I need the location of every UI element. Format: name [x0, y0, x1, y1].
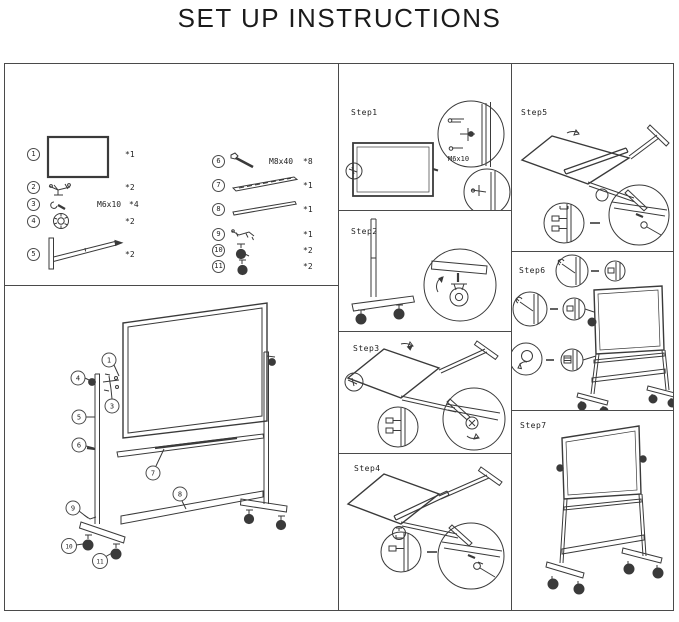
part-spec-3: M6x10 [97, 200, 122, 209]
step1-drawing: M6x10 [345, 100, 511, 210]
page-title: SET UP INSTRUCTIONS [177, 3, 502, 33]
part-number-4: 4 [27, 215, 40, 228]
parts-list-panel: 1 *1 2 *2 3 M6x10 *4 4 *2 5 *2 6 M8x40 *… [4, 63, 339, 286]
assembly-drawing: 1 4 3 5 6 7 8 9 10 11 [61, 302, 288, 569]
assembly-callout-8: 8 [172, 486, 188, 502]
step5-panel: Step5 [511, 63, 674, 252]
part-qty-4: *2 [125, 217, 135, 226]
part-qty-11: *2 [303, 262, 313, 271]
assembly-callout-3: 3 [104, 398, 120, 414]
part-qty-5: *2 [125, 250, 135, 259]
part-qty-9: *1 [303, 230, 313, 239]
step2-panel: Step2 [338, 210, 512, 332]
part-glyph-pivot-bracket [48, 183, 71, 196]
callout-number: 10 [65, 544, 73, 551]
step4-label: Step4 [354, 464, 381, 473]
callout-number: 11 [96, 559, 104, 566]
part-glyph-corner-bracket [231, 229, 255, 241]
callout-number: 3 [110, 403, 114, 411]
part-glyph-pen-tray [231, 176, 299, 192]
step5-drawing [520, 124, 670, 246]
callout-number: 1 [107, 357, 111, 365]
assembly-board [122, 302, 268, 439]
part-glyph-caster [237, 259, 248, 276]
assembly-knob-small [88, 378, 96, 386]
callout-leaders [75, 364, 187, 558]
part-glyph-crossbar [232, 200, 297, 216]
step7-label: Step7 [520, 421, 547, 430]
assembly-callout-1: 1 [101, 352, 117, 368]
part-qty-2: *2 [125, 183, 135, 192]
part-qty-10: *2 [303, 246, 313, 255]
part-number-11: 11 [212, 260, 225, 273]
step4-drawing [346, 466, 505, 590]
part-number-3: 3 [27, 198, 40, 211]
assembly-bracket-small [83, 514, 97, 520]
part-qty-8: *1 [303, 205, 313, 214]
assembly-right-foot [239, 498, 288, 531]
step1-panel: Step1 M6x10 [338, 63, 512, 211]
assembly-left-bracket [102, 373, 120, 392]
callout-number: 9 [71, 505, 75, 513]
assembly-callout-4: 4 [70, 370, 86, 386]
part-qty-3: *4 [129, 200, 139, 209]
step3-label: Step3 [353, 344, 380, 353]
part-number-8: 8 [212, 203, 225, 216]
assembly-left-foot [78, 521, 126, 560]
step2-label: Step2 [351, 227, 378, 236]
step3-panel: Step3 [338, 331, 512, 454]
assembly-right-post [263, 351, 269, 504]
assembly-callout-6: 6 [71, 437, 87, 453]
step7-panel: Step7 [511, 410, 674, 611]
step7-drawing [545, 425, 664, 595]
part-number-1: 1 [27, 148, 40, 161]
step5-label: Step5 [521, 108, 548, 117]
part-glyph-whiteboard [46, 135, 110, 179]
part-glyph-bolt [230, 152, 254, 169]
part-number-10: 10 [212, 244, 225, 257]
assembly-diagram-panel: 1 4 3 5 6 7 8 9 10 11 [4, 285, 339, 611]
assembly-bolt-small [86, 446, 96, 451]
part-qty-6: *8 [303, 157, 313, 166]
callout-number: 6 [77, 442, 81, 450]
step6-label: Step6 [519, 266, 546, 275]
assembly-callout-10: 10 [61, 538, 77, 554]
part-glyph-leg [48, 237, 124, 270]
assembly-callout-11: 11 [92, 553, 108, 569]
part-qty-1: *1 [125, 150, 135, 159]
callout-number: 7 [151, 470, 155, 478]
part-number-2: 2 [27, 181, 40, 194]
part-spec-6: M8x40 [269, 157, 294, 166]
part-qty-7: *1 [303, 181, 313, 190]
callout-number: 5 [77, 414, 81, 422]
callout-number: 8 [178, 491, 182, 499]
assembly-callout-5: 5 [71, 409, 87, 425]
step1-screw-spec: M6x10 [448, 155, 469, 163]
part-glyph-knob [53, 213, 69, 229]
assembly-pen-tray [116, 433, 265, 458]
callout-number: 4 [76, 375, 80, 383]
assembly-crossbar [120, 490, 264, 525]
step4-panel: Step4 [338, 453, 512, 611]
assembly-callout-7: 7 [145, 465, 161, 481]
step6-drawing [512, 254, 673, 410]
part-number-9: 9 [212, 228, 225, 241]
part-glyph-caster-brake [235, 243, 250, 260]
assembly-left-post [94, 373, 100, 524]
part-number-5: 5 [27, 248, 40, 261]
assembly-callout-9: 9 [65, 500, 81, 516]
step2-drawing [351, 218, 497, 325]
step3-drawing [344, 340, 506, 451]
parts-glyphs [46, 135, 299, 276]
step6-panel: Step6 [511, 251, 674, 411]
part-number-7: 7 [212, 179, 225, 192]
part-glyph-screw [50, 201, 66, 211]
part-number-6: 6 [212, 155, 225, 168]
step1-label: Step1 [351, 108, 378, 117]
